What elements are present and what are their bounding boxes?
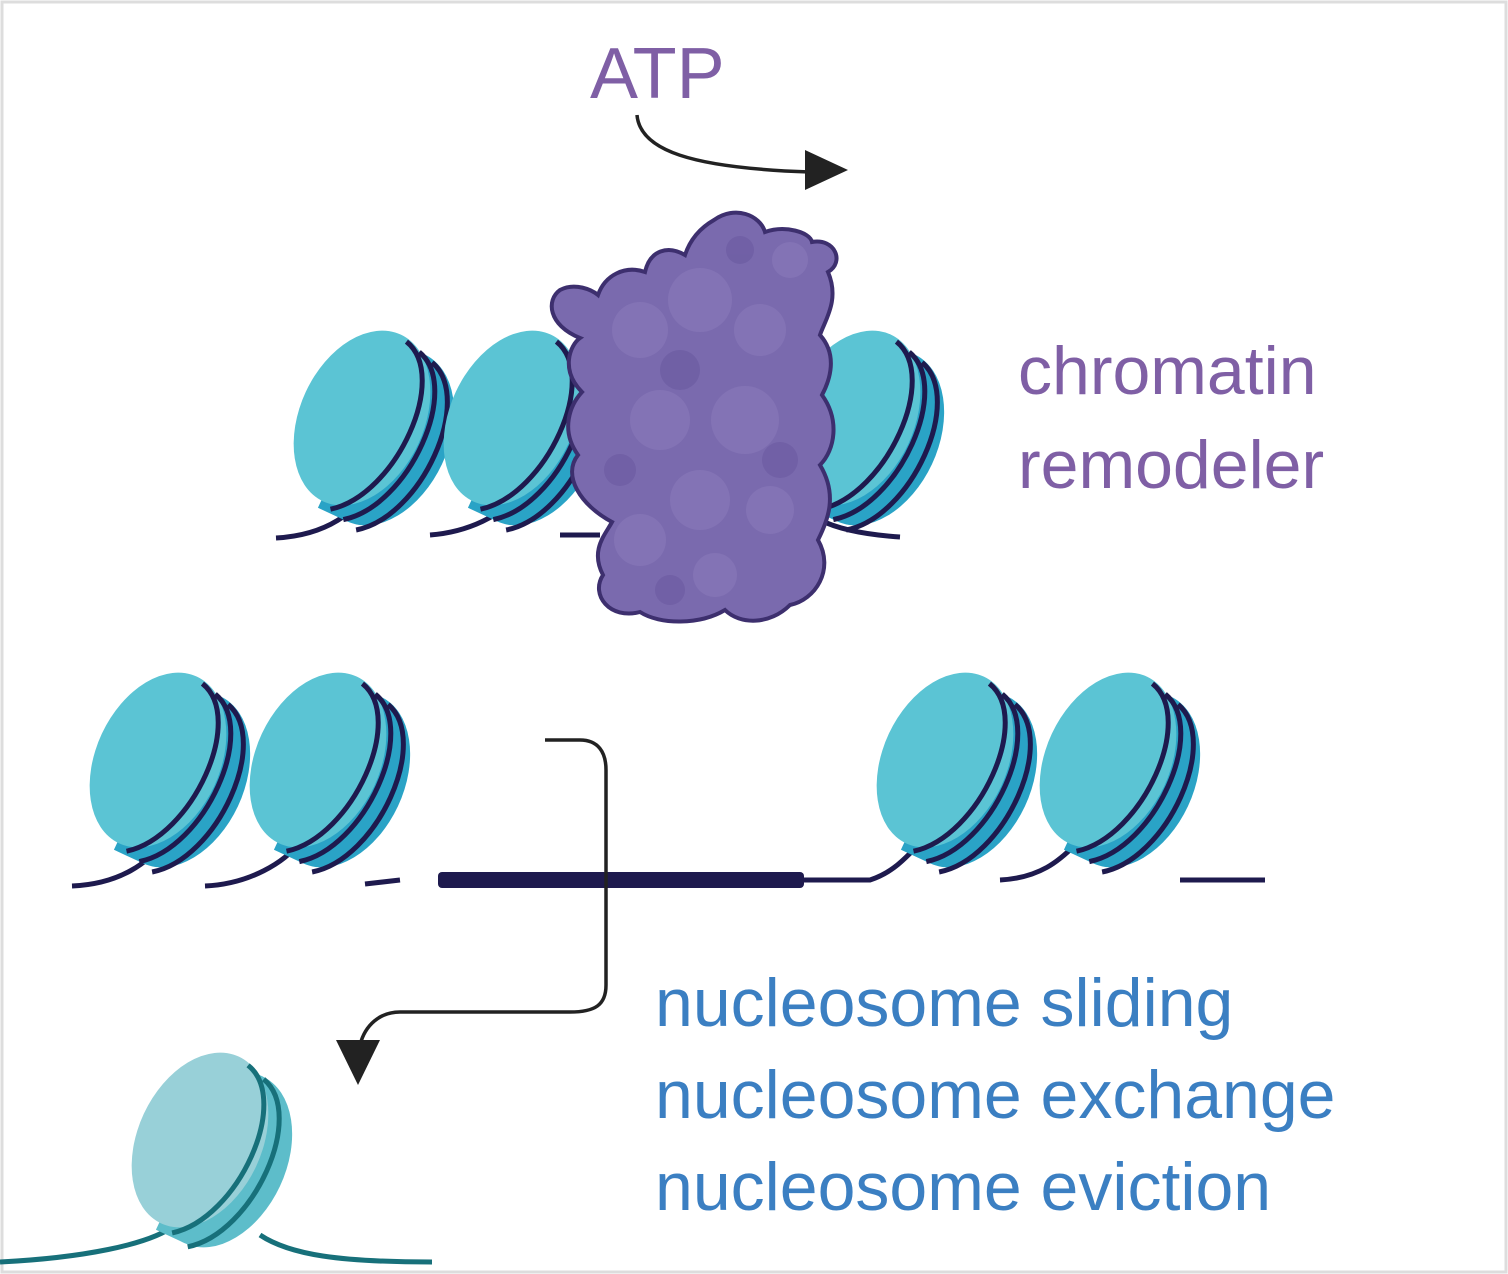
evicted-nucleosome-group	[0, 1030, 433, 1271]
nucleosome-7	[1008, 650, 1230, 893]
nucleosome-4	[58, 650, 280, 893]
outcome-sliding: nucleosome sliding	[655, 965, 1233, 1041]
remodeler-label-line1: chromatin	[1018, 333, 1317, 409]
top-chromatin-fiber	[262, 308, 974, 551]
exposed-dna-region	[438, 872, 804, 888]
middle-chromatin-fiber	[58, 650, 1265, 893]
nucleosome-6	[845, 650, 1067, 893]
eviction-arrow	[336, 738, 608, 1085]
dna-strand	[275, 488, 901, 541]
atp-hydrolysis-arrow	[635, 114, 848, 190]
dna-strand	[71, 837, 1265, 889]
remodeler-label-line2: remodeler	[1018, 427, 1324, 503]
outcome-exchange: nucleosome exchange	[655, 1057, 1335, 1133]
evicted-nucleosome	[101, 1030, 323, 1271]
outcome-eviction: nucleosome eviction	[655, 1149, 1271, 1225]
nucleosome-5	[218, 650, 440, 893]
atp-label: ATP	[590, 34, 725, 114]
chromatin-remodeler-protein	[549, 210, 839, 624]
